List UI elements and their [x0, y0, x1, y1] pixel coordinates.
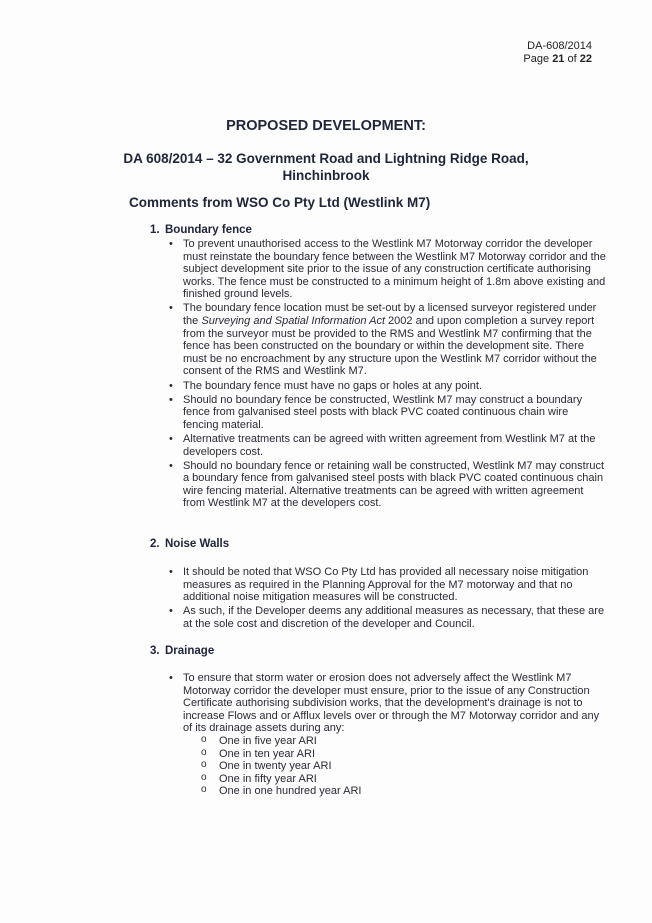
list-item: Alternative treatments can be agreed wit…: [166, 433, 606, 458]
page-title: PROPOSED DEVELOPMENT:: [226, 118, 426, 134]
sub-list-item: One in fifty year ARI: [201, 772, 606, 786]
page-number: Page 21 of 22: [523, 53, 592, 65]
section-heading-boundary-fence: 1.Boundary fence: [150, 224, 252, 236]
section-heading-drainage: 3.Drainage: [150, 645, 215, 657]
comments-heading: Comments from WSO Co Pty Ltd (Westlink M…: [129, 195, 431, 210]
list-item: To prevent unauthorised access to the We…: [166, 238, 606, 301]
sub-list-item: One in one hundred year ARI: [201, 784, 606, 798]
section-2-bullets: It should be noted that WSO Co Pty Ltd h…: [166, 566, 606, 632]
list-item: Should no boundary fence or retaining wa…: [166, 460, 606, 510]
list-item: The boundary fence location must be set-…: [166, 302, 606, 378]
list-item: As such, if the Developer deems any addi…: [166, 605, 606, 630]
list-item: Should no boundary fence be constructed,…: [166, 394, 606, 432]
sub-list-item: One in ten year ARI: [201, 747, 606, 761]
list-item: To ensure that storm water or erosion do…: [166, 672, 606, 798]
list-item: The boundary fence must have no gaps or …: [166, 380, 606, 393]
da-reference: DA-608/2014: [527, 40, 592, 52]
list-item: It should be noted that WSO Co Pty Ltd h…: [166, 566, 606, 604]
sub-list-item: One in five year ARI: [201, 734, 606, 748]
page-subtitle: DA 608/2014 – 32 Government Road and Lig…: [123, 151, 529, 183]
section-3-bullets: To ensure that storm water or erosion do…: [166, 672, 606, 799]
page-header: DA-608/2014 Page 21 of 22: [523, 40, 592, 66]
ari-sub-list: One in five year ARI One in ten year ARI…: [183, 734, 606, 798]
section-1-bullets: To prevent unauthorised access to the We…: [166, 238, 606, 511]
sub-list-item: One in twenty year ARI: [201, 759, 606, 773]
section-heading-noise-walls: 2.Noise Walls: [150, 538, 230, 550]
